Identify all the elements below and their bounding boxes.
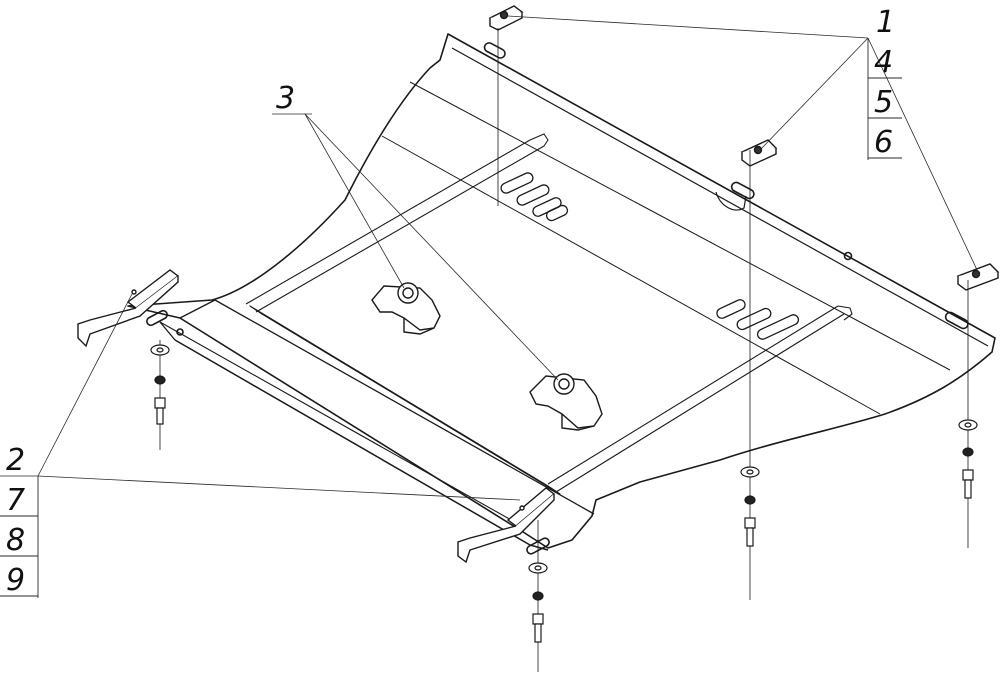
front-hook-left bbox=[77, 269, 180, 348]
callout-7: 7 bbox=[6, 483, 25, 518]
front-hook-right bbox=[457, 487, 556, 564]
center-bracket-upper bbox=[371, 282, 441, 335]
front-slot-left bbox=[146, 309, 168, 327]
vent-slots-left bbox=[500, 172, 569, 222]
fastener-stack-front-left bbox=[150, 340, 170, 450]
plate-front-inner bbox=[159, 321, 521, 526]
fastener-stack-front-right bbox=[528, 520, 548, 672]
plate-outline bbox=[127, 33, 996, 549]
callout-table-top-right bbox=[867, 38, 902, 160]
right-rib bbox=[547, 305, 853, 493]
front-slot-right bbox=[526, 537, 550, 555]
vent-slots-right bbox=[716, 299, 800, 340]
fastener-stack-rear-right bbox=[958, 280, 978, 548]
callout-6: 6 bbox=[874, 125, 893, 160]
callout-4: 4 bbox=[874, 45, 893, 80]
callout-table-bottom-left bbox=[0, 476, 39, 598]
plate-front-section bbox=[179, 299, 595, 515]
callout-9: 9 bbox=[6, 563, 25, 598]
plate-front-lower-edge bbox=[174, 339, 549, 551]
callout-3: 3 bbox=[276, 81, 295, 116]
fastener-stack-rear-middle bbox=[740, 150, 760, 600]
rear-clip-right bbox=[956, 263, 1000, 291]
rear-slot-mid bbox=[730, 181, 755, 200]
callout-2: 2 bbox=[6, 443, 25, 478]
plate-bend-line-1 bbox=[409, 81, 951, 371]
rear-slot-left bbox=[483, 42, 506, 59]
rear-slot-right bbox=[944, 311, 969, 330]
rear-clip-middle bbox=[740, 139, 778, 167]
rear-hole bbox=[843, 251, 853, 261]
leader-lines bbox=[0, 15, 979, 501]
callout-8: 8 bbox=[6, 523, 25, 558]
rear-clip-left bbox=[488, 5, 524, 31]
front-hole-left bbox=[176, 328, 184, 336]
left-rib bbox=[245, 133, 549, 313]
skid-plate bbox=[127, 33, 996, 555]
plate-rear-flange bbox=[451, 47, 989, 347]
plate-bend-line-2 bbox=[381, 135, 881, 415]
front-cross-member bbox=[249, 305, 561, 495]
center-bracket-lower bbox=[529, 373, 603, 431]
callout-5: 5 bbox=[874, 85, 893, 120]
callout-1: 1 bbox=[876, 5, 895, 40]
plate-front-side bbox=[159, 321, 176, 341]
rear-notch bbox=[715, 191, 747, 211]
